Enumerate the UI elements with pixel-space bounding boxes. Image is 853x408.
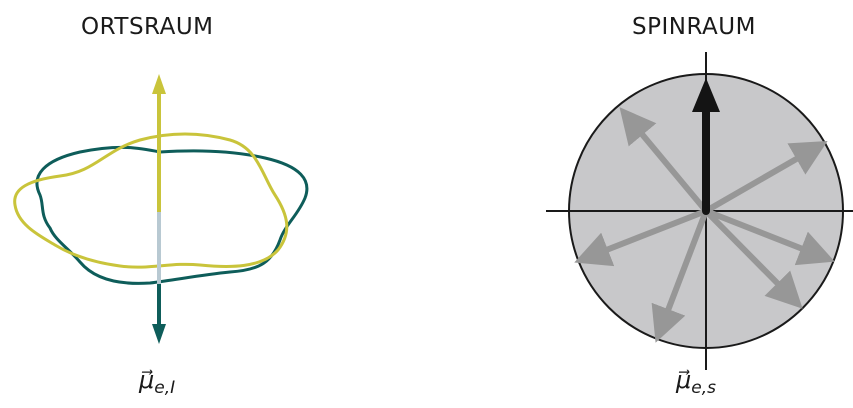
ortsraum-diagram: [13, 74, 309, 344]
spin-arrow-left: [574, 208, 708, 267]
spin-arrow-lower-right: [703, 208, 803, 309]
spin-moment-arrowhead: [692, 78, 720, 112]
mu-subscript: e,I: [154, 378, 176, 398]
spin-arrow-upper-left: [619, 107, 709, 213]
spinraum-diagram: [546, 52, 853, 370]
teal-orbit-loop: [35, 145, 309, 285]
spinraum-title: SPINRAUM: [632, 14, 756, 40]
spin-arrow-right: [704, 208, 835, 266]
orbital-moment-arrowhead-up: [152, 74, 166, 94]
spin-origin-dot: [702, 207, 710, 215]
mu-symbol: μ⃗: [139, 366, 155, 394]
ortsraum-title: ORTSRAUM: [81, 14, 214, 40]
mu-symbol: μ⃗: [676, 366, 692, 394]
spin-arrow-lower-left: [651, 209, 709, 343]
orbital-moment-arrowhead-down: [152, 324, 166, 344]
mu-subscript: e,s: [691, 378, 717, 398]
yellow-orbit-loop: [13, 132, 289, 269]
orbital-moment-label: μ⃗e,I: [139, 366, 175, 398]
spin-moment-label: μ⃗e,s: [676, 366, 716, 398]
spin-arrow-upper-right: [704, 141, 828, 214]
